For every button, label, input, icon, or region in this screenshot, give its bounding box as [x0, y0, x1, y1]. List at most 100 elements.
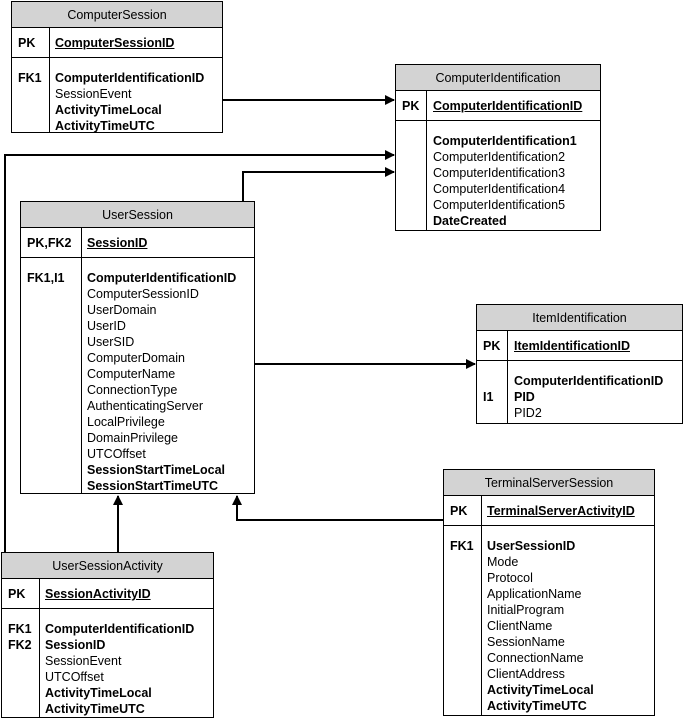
attributes-section: FK1 FK2 ComputerIdentificationID Session…	[2, 609, 213, 717]
field-item: ComputerIdentification4	[433, 182, 566, 196]
field-item: UserDomain	[87, 303, 157, 317]
field-item: ComputerIdentificationID	[45, 622, 195, 636]
field-list: ComputerIdentificationID SessionEvent Ac…	[55, 70, 204, 134]
pk-field: SessionActivityID	[45, 587, 151, 601]
field-item: DomainPrivilege	[87, 431, 179, 445]
field-item: SessionStartTimeUTC	[87, 479, 219, 493]
entity-user-session-activity[interactable]: UserSessionActivity PK SessionActivityID…	[1, 552, 214, 718]
field-item: SessionStartTimeLocal	[87, 463, 226, 477]
field-item: AuthenticatingServer	[87, 399, 204, 413]
field-list: ComputerIdentification1 ComputerIdentifi…	[433, 133, 577, 229]
field-item: PID2	[514, 406, 542, 420]
field-item: ActivityTimeUTC	[55, 119, 155, 133]
entity-user-session[interactable]: UserSession PK,FK2 SessionID FK1,I1 Comp…	[20, 201, 255, 494]
field-item: ApplicationName	[487, 587, 582, 601]
field-item: ActivityTimeLocal	[487, 683, 594, 697]
attributes-section: FK1 ComputerIdentificationID SessionEven…	[12, 58, 222, 134]
pk-label: PK	[402, 99, 420, 113]
field-item: UserSID	[87, 335, 135, 349]
primary-key-row: PK ComputerSessionID	[12, 28, 222, 58]
field-item: ConnectionName	[487, 651, 584, 665]
pk-field: ComputerSessionID	[55, 36, 175, 50]
entity-title: UserSession	[21, 202, 254, 228]
key-column: I1	[483, 373, 493, 405]
key-column: FK1 FK2	[8, 621, 32, 653]
field-item: ActivityTimeLocal	[45, 686, 152, 700]
pk-field: ComputerIdentificationID	[433, 99, 583, 113]
key-column: FK1	[18, 70, 42, 86]
key-label: FK2	[8, 638, 32, 652]
field-item: SessionEvent	[45, 654, 122, 668]
field-item: LocalPrivilege	[87, 415, 165, 429]
field-item: Protocol	[487, 571, 533, 585]
attributes-section: FK1,I1 ComputerIdentificationID Computer…	[21, 258, 254, 493]
attributes-section: I1 ComputerIdentificationID PID PID2	[477, 361, 682, 423]
primary-key-row: PK SessionActivityID	[2, 579, 213, 609]
key-label: I1	[483, 390, 494, 404]
entity-title: TerminalServerSession	[444, 470, 654, 496]
field-item: PID	[514, 390, 535, 404]
pk-field: SessionID	[87, 236, 148, 250]
field-list: ComputerIdentificationID PID PID2	[514, 373, 663, 421]
field-item: UserSessionID	[487, 539, 576, 553]
pk-label: PK	[18, 36, 36, 50]
entity-title: UserSessionActivity	[2, 553, 213, 579]
field-item: ActivityTimeUTC	[45, 702, 145, 716]
connector-terminal-server-session-to-user-session	[232, 495, 443, 521]
key-label	[483, 373, 493, 389]
field-item: InitialProgram	[487, 603, 565, 617]
field-item: UTCOffset	[87, 447, 146, 461]
primary-key-row: PK ItemIdentificationID	[477, 331, 682, 361]
key-column: FK1	[450, 538, 474, 554]
field-item: ClientAddress	[487, 667, 565, 681]
entity-title: ComputerSession	[12, 2, 222, 28]
field-item: ComputerIdentificationID	[55, 71, 205, 85]
field-item: ComputerName	[87, 367, 176, 381]
key-label: FK1	[8, 622, 32, 636]
entity-title: ComputerIdentification	[396, 65, 600, 91]
field-item: UserID	[87, 319, 126, 333]
field-list: ComputerIdentificationID SessionID Sessi…	[45, 621, 194, 717]
attributes-section: ComputerIdentification1 ComputerIdentifi…	[396, 121, 600, 230]
key-label: FK1,I1	[27, 271, 65, 285]
field-item: ActivityTimeLocal	[55, 103, 162, 117]
entity-computer-session[interactable]: ComputerSession PK ComputerSessionID FK1…	[11, 1, 223, 133]
key-label: FK1	[450, 539, 474, 553]
field-item: ComputerIdentificationID	[87, 271, 237, 285]
field-list: UserSessionID Mode Protocol ApplicationN…	[487, 538, 594, 714]
field-item: ConnectionType	[87, 383, 178, 397]
entity-terminal-server-session[interactable]: TerminalServerSession PK TerminalServerA…	[443, 469, 655, 716]
field-list: ComputerIdentificationID ComputerSession…	[87, 270, 236, 494]
connector-user-session-to-computer-identification	[242, 167, 395, 201]
field-item: SessionID	[45, 638, 106, 652]
entity-computer-identification[interactable]: ComputerIdentification PK ComputerIdenti…	[395, 64, 601, 231]
attributes-section: FK1 UserSessionID Mode Protocol Applicat…	[444, 526, 654, 715]
field-item: DateCreated	[433, 214, 507, 228]
key-column: FK1,I1	[27, 270, 65, 286]
key-label: FK1	[18, 71, 42, 85]
entity-item-identification[interactable]: ItemIdentification PK ItemIdentification…	[476, 304, 683, 424]
field-item: ComputerIdentification1	[433, 134, 577, 148]
field-item: ComputerIdentification5	[433, 198, 566, 212]
field-item: ComputerIdentification3	[433, 166, 566, 180]
field-item: ComputerDomain	[87, 351, 185, 365]
pk-field: TerminalServerActivityID	[487, 504, 635, 518]
field-item: ComputerIdentificationID	[514, 374, 664, 388]
field-item: ComputerIdentification2	[433, 150, 566, 164]
field-item: SessionName	[487, 635, 565, 649]
field-item: UTCOffset	[45, 670, 104, 684]
field-item: ComputerSessionID	[87, 287, 199, 301]
field-item: Mode	[487, 555, 519, 569]
entity-title: ItemIdentification	[477, 305, 682, 331]
pk-label: PK	[450, 504, 468, 518]
pk-field: ItemIdentificationID	[514, 339, 630, 353]
field-item: ActivityTimeUTC	[487, 699, 587, 713]
pk-label: PK	[8, 587, 26, 601]
pk-label: PK,FK2	[27, 236, 72, 250]
primary-key-row: PK ComputerIdentificationID	[396, 91, 600, 121]
field-item: SessionEvent	[55, 87, 132, 101]
pk-label: PK	[483, 339, 501, 353]
primary-key-row: PK TerminalServerActivityID	[444, 496, 654, 526]
field-item: ClientName	[487, 619, 553, 633]
